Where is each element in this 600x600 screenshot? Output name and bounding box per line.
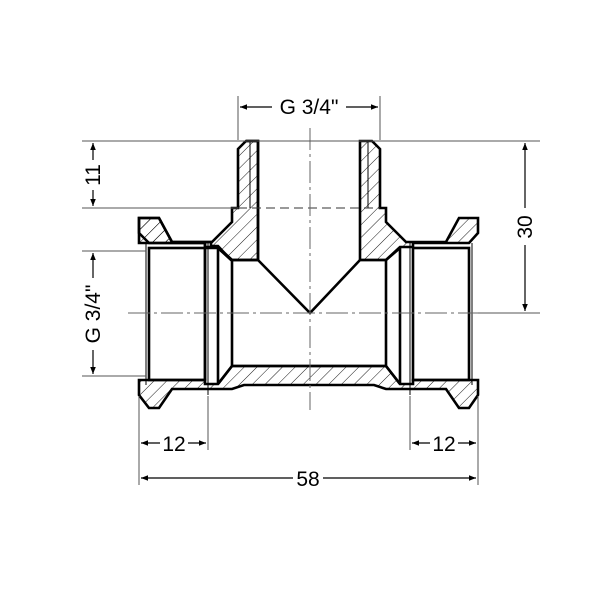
left-socket [147,246,207,382]
section-hatching [137,139,480,410]
bore-outlines [145,141,473,395]
dimension-lines [90,104,528,481]
dim-label-side-thread: G 3/4" [82,285,105,344]
dim-label-top-thread: G 3/4" [280,96,339,119]
hatch-lower [137,364,480,410]
dim-label-nipple-height: 11 [82,164,105,186]
dim-label-overall-height: 30 [514,215,537,238]
hatch-upper-right-main [358,139,480,262]
extension-lines [82,96,540,485]
hatch-upper-left-main [137,139,260,262]
dim-label-left-depth: 12 [162,433,185,456]
right-socket [411,246,471,382]
dim-label-overall-length: 58 [296,468,319,491]
dim-label-right-depth: 12 [432,433,455,456]
main-bore [230,258,388,368]
